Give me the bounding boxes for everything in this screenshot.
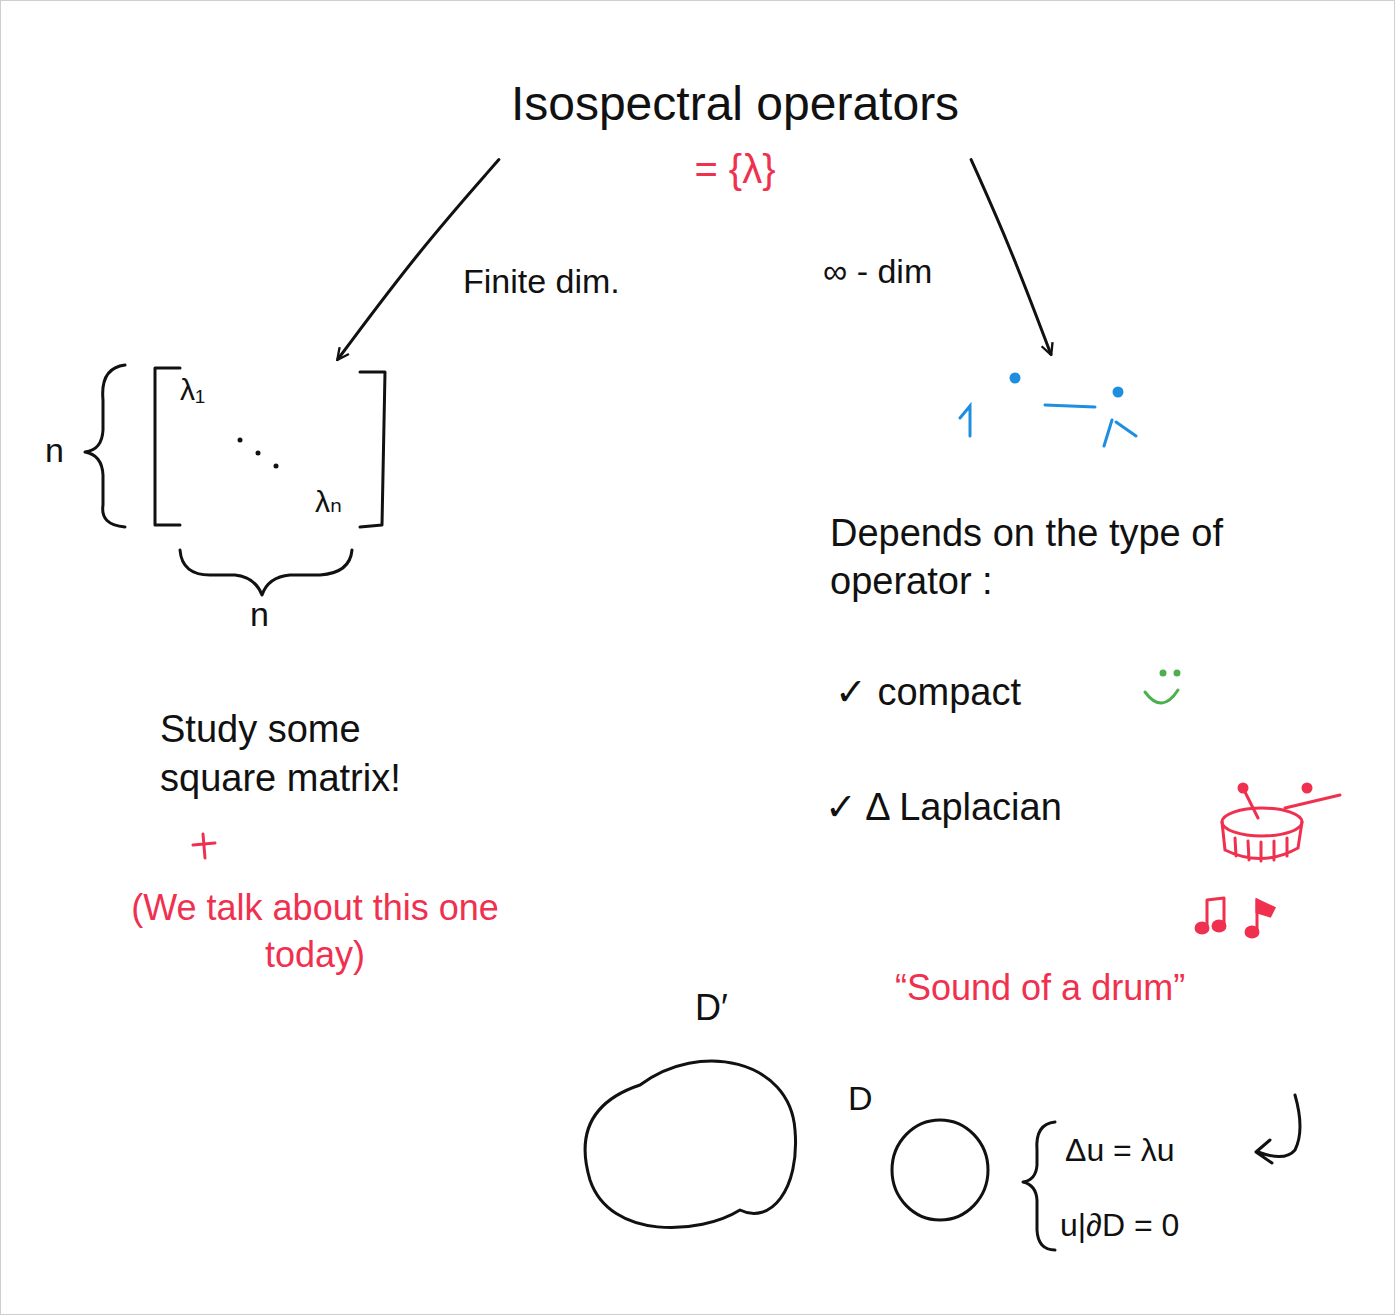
equation-brace <box>1023 1122 1055 1250</box>
body-text: Depends on the type of operator : <box>830 510 1290 605</box>
shape-label: D <box>848 1076 873 1120</box>
edge-label: ∞ - dim <box>820 252 935 291</box>
connector-arrow <box>971 160 1051 354</box>
edge-label: Finite dim. <box>460 262 623 301</box>
matrix-bracket <box>155 368 180 525</box>
matrix-entry: λ₁ <box>180 371 205 409</box>
pointer-arrow <box>1256 1095 1300 1163</box>
blob-outline <box>585 1061 795 1228</box>
heading-text: Isospectral operators <box>511 74 959 134</box>
square-mark <box>193 834 215 858</box>
matrix-entry: λₙ <box>315 483 342 521</box>
equation: u|∂D = 0 <box>1060 1205 1179 1247</box>
check-item: ✓ compact <box>835 668 1021 717</box>
matrix-dot <box>256 451 261 456</box>
operator-node: Depends on the type of operator : <box>830 360 1290 605</box>
smiley-eye <box>1161 671 1165 675</box>
smiley <box>1145 690 1178 703</box>
dimension-label: n <box>250 592 269 636</box>
smiley-eye <box>1175 671 1179 675</box>
matrix-node: λ₁ λₙ <box>150 365 385 530</box>
heading-node: Isospectral operators = {λ} <box>501 70 969 198</box>
matrix-dot <box>238 438 243 443</box>
matrix-bracket <box>360 372 385 527</box>
equation: Δu = λu <box>1065 1130 1174 1172</box>
bottom-brace <box>180 550 352 595</box>
drum-icon <box>1222 784 1340 861</box>
disk-outline <box>892 1120 988 1220</box>
music-notes <box>1196 898 1274 937</box>
sad-face-eye <box>1114 388 1122 396</box>
check-item: ✓ Δ Laplacian <box>825 783 1062 832</box>
matrix-dot <box>274 464 279 469</box>
sad-face-eye <box>1011 374 1019 382</box>
shape-label: D′ <box>695 985 728 1032</box>
note-text: (We talk about this one today) <box>80 885 550 979</box>
spectrum-text: = {λ} <box>511 144 959 194</box>
dimension-label: n <box>45 428 64 472</box>
quote-text: “Sound of a drum” <box>895 965 1185 1012</box>
note-text: Study some square matrix! <box>160 705 460 804</box>
left-brace <box>85 365 125 527</box>
connector-arrow <box>338 160 499 359</box>
sad-face <box>960 405 1136 446</box>
